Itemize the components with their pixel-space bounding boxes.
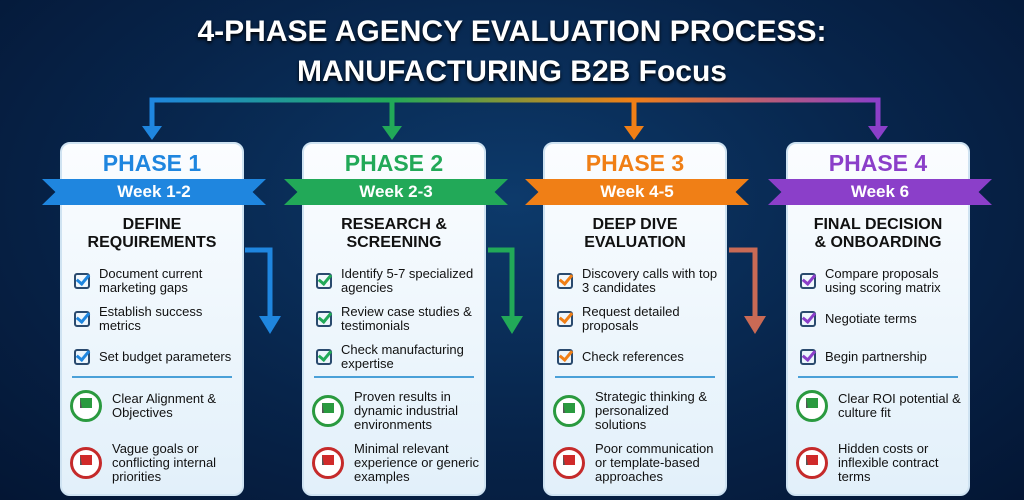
checklist-item: Review case studies & testimonials [316,300,478,338]
phase-label: PHASE 1 [102,150,202,176]
checkbox-icon [74,311,90,327]
green-flag-icon [312,395,344,427]
phase-card-2: PHASE 2 Week 2-3 RESEARCH &SCREENING Ide… [284,142,508,496]
arrow-icon [142,126,162,140]
checklist-item: Request detailed proposals [557,300,719,338]
week-ribbon: Week 4-5 [525,179,749,205]
red-flag-text: Poor communication or template-based app… [595,441,714,484]
page-title: 4-PHASE AGENCY EVALUATION PROCESS: MANUF… [0,12,1024,92]
divider [555,376,715,378]
red-flag-icon [553,447,585,479]
red-flag-criterion: Minimal relevant experience or generic e… [312,442,482,484]
checkbox-icon [800,349,816,365]
checklist-item: Negotiate terms [800,300,962,338]
heading-line: DEFINE [122,216,182,233]
phase-label: PHASE 4 [828,150,928,176]
heading-line: EVALUATION [584,234,686,251]
checkbox-icon [557,311,573,327]
checkbox-icon [800,273,816,289]
checklist-item: Check references [557,338,719,376]
green-flag-criterion: Clear ROI potential & culture fit [796,390,966,422]
checkbox-icon [316,349,332,365]
checkbox-icon [316,311,332,327]
checkbox-icon [74,349,90,365]
checkbox-icon [74,273,90,289]
phase-label: PHASE 3 [585,150,685,176]
red-flag-text: Hidden costs or inflexible contract term… [838,441,939,484]
arrow-icon [624,126,644,140]
checklist-item: Discovery calls with top 3 candidates [557,262,719,300]
green-flag-criterion: Proven results in dynamic industrial env… [312,390,482,432]
item-text: Establish success metrics [99,304,203,333]
top-connector-line [149,97,881,130]
item-text: Request detailed proposals [582,304,680,333]
week-ribbon: Week 1-2 [42,179,266,205]
week-ribbon: Week 2-3 [284,179,508,205]
checkbox-icon [557,273,573,289]
checklist-item: Establish success metrics [74,300,236,338]
green-flag-criterion: Strategic thinking & personalized soluti… [553,390,723,432]
divider [314,376,474,378]
green-flag-icon [796,390,828,422]
phase-label: PHASE 2 [344,150,444,176]
arrow-icon [382,126,402,140]
red-flag-icon [796,447,828,479]
item-text: Identify 5-7 specialized agencies [341,266,474,295]
item-text: Begin partnership [825,349,927,364]
green-flag-text: Proven results in dynamic industrial env… [354,389,459,432]
heading-line: FINAL DECISION [813,216,943,233]
green-flag-text: Clear Alignment & Objectives [112,391,217,420]
item-text: Discovery calls with top 3 candidates [582,266,718,295]
heading-line: DEEP DIVE [592,216,678,233]
heading-line: SCREENING [346,234,442,251]
green-flag-criterion: Clear Alignment & Objectives [70,390,240,422]
red-flag-text: Minimal relevant experience or generic e… [354,441,480,484]
title-line-2: MANUFACTURING B2B Focus [296,55,727,88]
red-flag-criterion: Vague goals or conflicting internal prio… [70,442,240,484]
item-text: Set budget parameters [99,349,232,364]
heading-line: REQUIREMENTS [87,234,217,251]
item-text: Compare proposals using scoring matrix [825,266,941,295]
red-flag-criterion: Hidden costs or inflexible contract term… [796,442,966,484]
red-flag-text: Vague goals or conflicting internal prio… [112,441,217,484]
item-text: Negotiate terms [825,311,917,326]
red-flag-icon [312,447,344,479]
green-flag-text: Clear ROI potential & culture fit [838,391,961,420]
heading-line: & ONBOARDING [814,234,942,251]
green-flag-text: Strategic thinking & personalized soluti… [595,389,708,432]
checkbox-icon [557,349,573,365]
divider [798,376,958,378]
item-text: Document current marketing gaps [99,266,203,295]
green-flag-icon [70,390,102,422]
arrow-icon [868,126,888,140]
checklist-item: Document current marketing gaps [74,262,236,300]
red-flag-icon [70,447,102,479]
title-line-1: 4-PHASE AGENCY EVALUATION PROCESS: [197,15,827,48]
divider [72,376,232,378]
phase-card-4: PHASE 4 Week 6 FINAL DECISION& ONBOARDIN… [768,142,992,496]
item-text: Check references [582,349,684,364]
checkbox-icon [316,273,332,289]
green-flag-icon [553,395,585,427]
checkbox-icon [800,311,816,327]
phase-heading: RESEARCH &SCREENING [304,216,484,252]
item-text: Check manufacturing expertise [341,342,464,371]
checklist-item: Compare proposals using scoring matrix [800,262,962,300]
heading-line: RESEARCH & [341,216,447,233]
checklist-item: Check manufacturing expertise [316,338,478,376]
phase-heading: FINAL DECISION& ONBOARDING [788,216,968,252]
item-text: Review case studies & testimonials [341,304,472,333]
checklist-item: Set budget parameters [74,338,236,376]
red-flag-criterion: Poor communication or template-based app… [553,442,723,484]
checklist-item: Identify 5-7 specialized agencies [316,262,478,300]
week-ribbon: Week 6 [768,179,992,205]
checklist-item: Begin partnership [800,338,962,376]
